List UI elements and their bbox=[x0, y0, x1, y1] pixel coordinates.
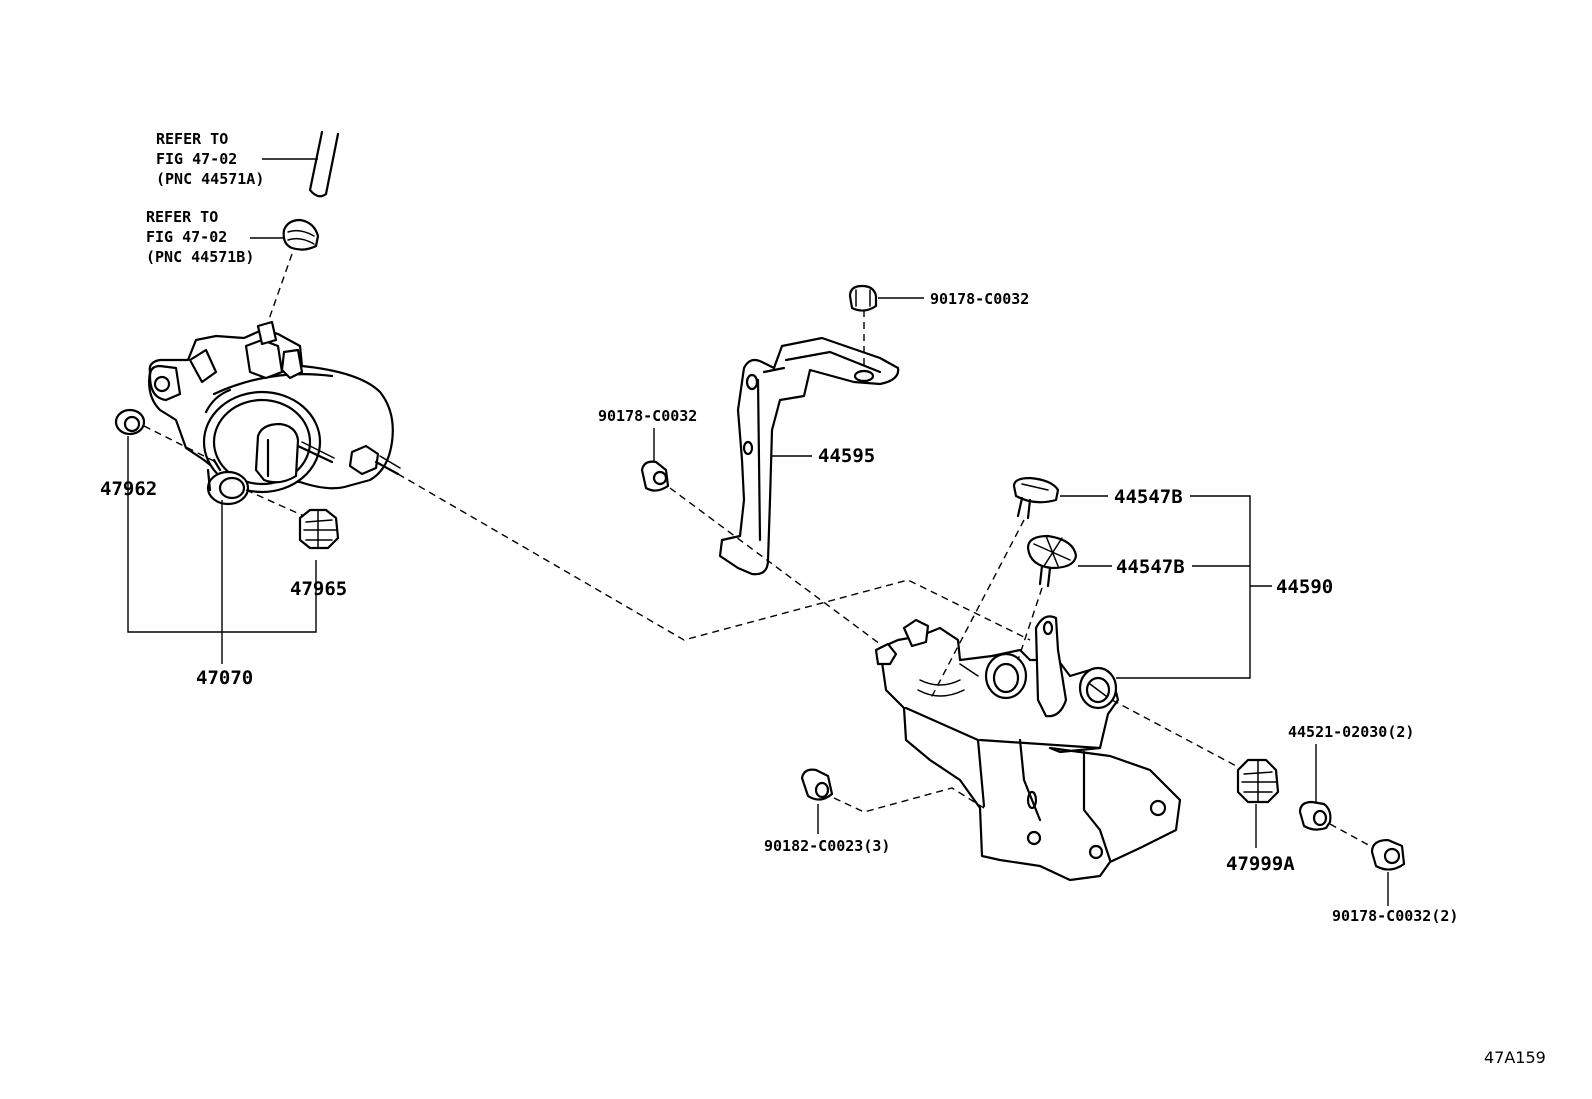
reference-note-44571b: REFER TO FIG 47-02 (PNC 44571B) bbox=[146, 208, 254, 266]
label-44547b-1: 44547B bbox=[1114, 486, 1183, 508]
ref-b-line2: FIG 47-02 bbox=[146, 228, 227, 246]
label-44521: 44521-02030(2) bbox=[1288, 723, 1414, 741]
dash-44547b-1 bbox=[929, 519, 1025, 701]
nut-90178-mid bbox=[640, 460, 670, 492]
bracket-44590 bbox=[874, 615, 1182, 882]
dash-bracket-to-47999a bbox=[1111, 699, 1241, 769]
pump-motor-assembly bbox=[148, 320, 401, 506]
label-44590: 44590 bbox=[1276, 576, 1333, 598]
label-90178-top: 90178-C0032 bbox=[930, 290, 1029, 308]
dash-nut-to-base bbox=[669, 487, 881, 645]
label-47999a: 47999A bbox=[1226, 853, 1295, 875]
reference-note-44571a: REFER TO FIG 47-02 (PNC 44571A) bbox=[156, 130, 264, 188]
grommet-47962 bbox=[114, 408, 146, 436]
bracket-44595 bbox=[718, 336, 900, 576]
dash-44547b-2 bbox=[1017, 587, 1043, 661]
label-44547b-2: 44547B bbox=[1116, 556, 1185, 578]
ref-a-line1: REFER TO bbox=[156, 130, 228, 148]
bolt-90182 bbox=[800, 768, 834, 801]
ref-b-line1: REFER TO bbox=[146, 208, 218, 226]
label-47965: 47965 bbox=[290, 578, 347, 600]
collar-44521 bbox=[1298, 800, 1332, 831]
label-90182: 90182-C0023(3) bbox=[764, 837, 890, 855]
ref-a-line3: (PNC 44571A) bbox=[156, 170, 264, 188]
bolt-44547b-2 bbox=[1026, 534, 1078, 588]
label-90178-bottom: 90178-C0032(2) bbox=[1332, 907, 1458, 925]
nut-90178-bottom bbox=[1370, 838, 1406, 871]
dash-pump-to-47965 bbox=[245, 489, 305, 517]
nut-90178-top bbox=[848, 284, 878, 312]
figure-id: 47A159 bbox=[1484, 1048, 1546, 1067]
leader-44590-group bbox=[1116, 495, 1251, 679]
cushion-47965 bbox=[298, 508, 340, 550]
dash-44521-to-nut bbox=[1329, 823, 1375, 849]
label-44595: 44595 bbox=[818, 445, 875, 467]
label-47070: 47070 bbox=[196, 667, 253, 689]
label-90178-mid: 90178-C0032 bbox=[598, 407, 697, 425]
dash-clamp-to-pump bbox=[267, 253, 293, 323]
clamp-44571b bbox=[282, 218, 320, 251]
dash-47962-to-pump bbox=[143, 425, 217, 463]
ref-b-line3: (PNC 44571B) bbox=[146, 248, 254, 266]
cushion-47999a bbox=[1236, 758, 1280, 804]
dash-90182-to-bracket bbox=[833, 787, 985, 813]
ref-a-line2: FIG 47-02 bbox=[156, 150, 237, 168]
bolt-44547b-1 bbox=[1012, 476, 1060, 520]
hose-44571a bbox=[308, 130, 340, 198]
dash-pump-to-bracket bbox=[397, 473, 1031, 641]
